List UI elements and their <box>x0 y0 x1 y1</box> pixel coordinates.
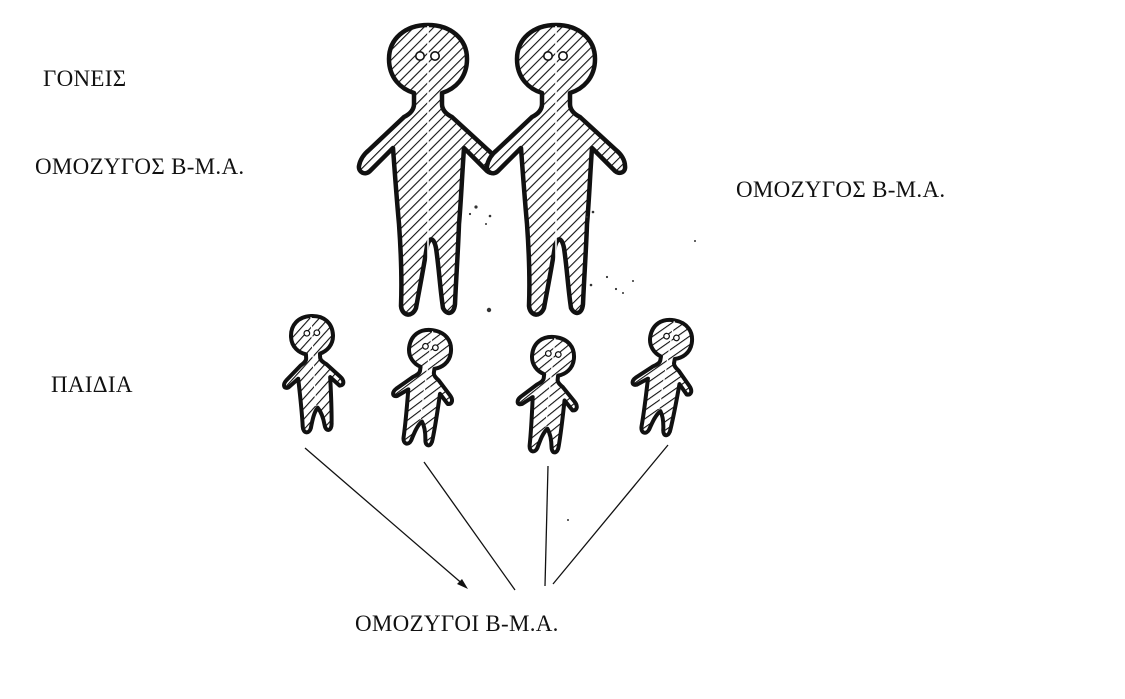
child-figure-2 <box>386 326 461 449</box>
parent-figure-left <box>359 25 497 315</box>
left-parent-genotype-label: ΟΜΟΖΥΓΟΣ Β-Μ.Α. <box>35 155 244 178</box>
right-parent-genotype-label: ΟΜΟΖΥΓΟΣ Β-Μ.Α. <box>736 178 945 201</box>
connector-lines <box>305 445 668 590</box>
parents-label: ΓΟΝΕΙΣ <box>43 67 126 90</box>
parent-figure-right <box>487 25 625 315</box>
children-label: ΠΑΙΔΙΑ <box>51 373 133 396</box>
child-figure-4 <box>624 315 703 439</box>
child-figure-3 <box>513 334 584 456</box>
child-figure-1 <box>281 315 346 434</box>
children-genotype-label: ΟΜΟΖΥΓΟΙ Β-Μ.Α. <box>355 612 559 635</box>
